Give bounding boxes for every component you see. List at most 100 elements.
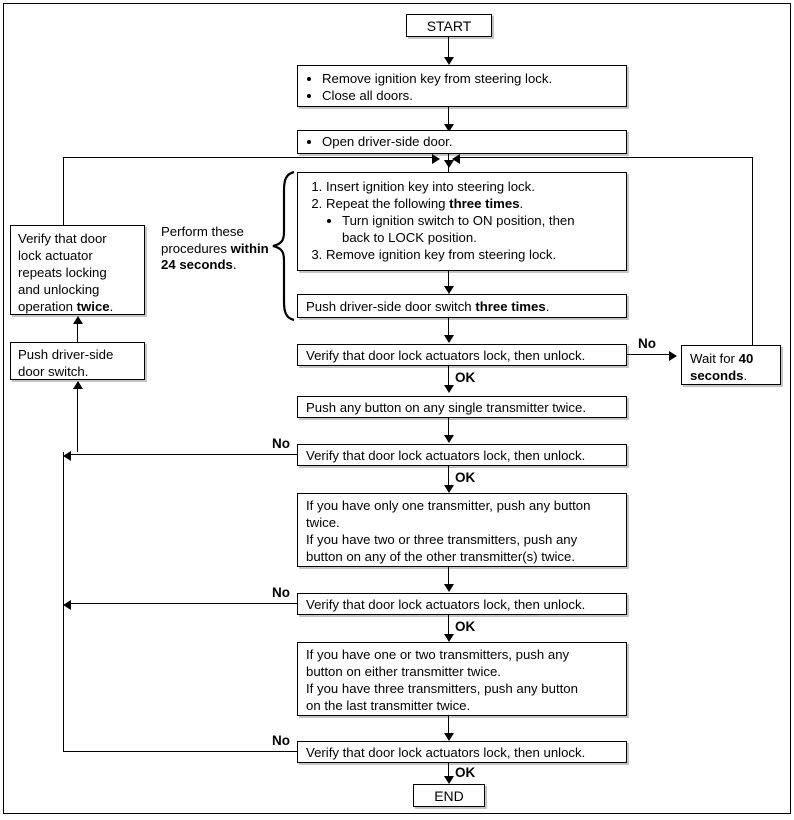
connector-keysteps-to-pushswitch: [448, 271, 450, 289]
perform-note-line2: procedures within: [161, 241, 273, 258]
node-transmitter-instructions-a: If you have only one transmitter, push a…: [297, 493, 627, 567]
transmitter-a-line4: button on any of the other transmitter(s…: [306, 549, 576, 564]
node-start: START: [406, 14, 492, 37]
push-driver-switch-line1: Push driver-side: [18, 347, 114, 362]
no-branch-4-horizontal: [63, 751, 297, 753]
arrow-junction-to-keysteps: [444, 160, 454, 168]
node-verify-actuator-twice: Verify that door lock actuator repeats l…: [10, 225, 145, 315]
prep-bullet-2: Close all doors.: [322, 87, 618, 104]
key-step-2: Repeat the following three times. Turn i…: [326, 195, 618, 246]
label-no-4: No: [272, 733, 290, 748]
prep-bullet-list: Remove ignition key from steering lock. …: [306, 70, 618, 104]
push-switch-three-bold: three times: [475, 299, 546, 314]
no-branch-2-horizontal: [68, 454, 297, 456]
transmitter-a-line2: twice.: [306, 515, 340, 530]
arrow-pushany-to-verify2: [444, 435, 454, 443]
label-no-2: No: [272, 436, 290, 451]
note-perform-procedures: Perform these procedures within 24 secon…: [161, 224, 273, 274]
arrow-pushdriverswitch-to-verifyactuator: [73, 316, 83, 324]
node-open-door: Open driver-side door.: [297, 130, 627, 154]
node-key-steps: Insert ignition key into steering lock. …: [297, 172, 627, 271]
perform-note-line1: Perform these: [161, 224, 244, 239]
node-start-label: START: [426, 18, 472, 34]
arrow-feedback-left-into-junction: [432, 154, 440, 164]
key-steps-list: Insert ignition key into steering lock. …: [306, 178, 618, 263]
transmitter-b-line4: on the last transmitter twice.: [306, 698, 471, 713]
verify-actuator-line3: repeats locking: [18, 265, 107, 280]
verify-actuator-line2: lock actuator: [18, 248, 93, 263]
key-step-2-sub-bullet: Turn ignition switch to ON position, the…: [342, 212, 618, 246]
node-push-driver-side-door-switch: Push driver-side door switch.: [10, 342, 145, 380]
node-push-any-single-transmitter: Push any button on any single transmitte…: [297, 396, 627, 418]
label-no-1: No: [638, 336, 656, 351]
connector-verify1-to-pushany: [448, 366, 450, 388]
label-ok-2: OK: [455, 470, 476, 485]
arrow-no-branch-1: [669, 351, 677, 361]
curly-brace-procedures: [272, 170, 295, 322]
arrow-pushswitch-to-verify1: [444, 335, 454, 343]
key-step-2-sub-line1: Turn ignition switch to ON position, the…: [342, 213, 575, 228]
connector-pushany-to-verify2: [448, 418, 450, 438]
node-wait-40-seconds: Wait for 40 seconds.: [681, 345, 781, 385]
key-step-2-pre: Repeat the following: [326, 196, 450, 211]
push-driver-switch-line2: door switch.: [18, 364, 89, 379]
verify-4-label: Verify that door lock actuators lock, th…: [306, 745, 586, 760]
wait40-pre: Wait for: [690, 351, 739, 366]
perform-note-line3: 24 seconds.: [161, 257, 273, 274]
transmitter-b-line3: If you have three transmitters, push any…: [306, 681, 578, 696]
connector-leftbus-to-pushdriverswitch: [77, 388, 79, 452]
arrow-verify3-ok: [444, 634, 454, 642]
connector-transmitterb-to-verify4: [448, 716, 450, 736]
connector-junction-down: [448, 166, 450, 172]
arrow-verify2-ok: [444, 485, 454, 493]
label-ok-1: OK: [455, 370, 476, 385]
transmitter-a-line1: If you have only one transmitter, push a…: [306, 498, 591, 513]
key-step-2-bold: three times: [449, 196, 520, 211]
arrow-feedback-right-into-junction: [452, 154, 460, 164]
transmitter-a-line3: If you have two or three transmitters, p…: [306, 532, 578, 547]
no-branch-1-horizontal: [627, 354, 674, 356]
label-ok-4: OK: [455, 765, 476, 780]
arrow-start-to-prep: [444, 57, 454, 65]
key-step-1: Insert ignition key into steering lock.: [326, 178, 618, 195]
verify-actuator-line5-post: .: [109, 299, 114, 314]
node-verify-2: Verify that door lock actuators lock, th…: [297, 444, 627, 466]
feedback-left-top-horizontal: [63, 157, 437, 159]
push-switch-three-post: .: [545, 299, 550, 314]
feedback-right-top-horizontal: [457, 157, 753, 159]
perform-note-line2-bold: within: [230, 240, 269, 256]
feedback-right-vertical: [752, 157, 754, 345]
feedback-left-vertical-lower: [63, 452, 65, 752]
verify-actuator-line1: Verify that door: [18, 231, 107, 246]
open-door-bullet-list: Open driver-side door.: [306, 133, 618, 150]
open-door-bullet-1: Open driver-side door.: [322, 133, 618, 150]
wait40-bold: 40: [738, 351, 754, 366]
node-verify-3: Verify that door lock actuators lock, th…: [297, 593, 627, 615]
push-switch-three-pre: Push driver-side door switch: [306, 299, 476, 314]
verify-2-label: Verify that door lock actuators lock, th…: [306, 448, 586, 463]
node-verify-1: Verify that door lock actuators lock, th…: [297, 344, 627, 366]
feedback-left-vertical-upper: [63, 157, 65, 227]
key-step-2-sublist: Turn ignition switch to ON position, the…: [326, 212, 618, 246]
connector-verify2-to-transmitter-a: [448, 466, 450, 488]
wait40-bold2: seconds: [690, 368, 744, 383]
perform-note-line3-post: .: [232, 257, 237, 272]
connector-verify4-to-end: [448, 763, 450, 781]
connector-open-door-to-junction: [448, 154, 450, 160]
push-any-single-label: Push any button on any single transmitte…: [306, 400, 587, 415]
key-step-3: Remove ignition key from steering lock.: [326, 246, 618, 263]
transmitter-b-line1: If you have one or two transmitters, pus…: [306, 647, 570, 662]
arrow-prep-to-open: [444, 124, 454, 132]
page-border: [3, 3, 791, 814]
verify-3-label: Verify that door lock actuators lock, th…: [306, 597, 586, 612]
verify-actuator-line5: operation twice.: [18, 298, 137, 315]
perform-note-line2-pre: procedures: [161, 240, 231, 256]
key-step-2-post: .: [519, 196, 524, 211]
arrow-verify4-ok: [444, 776, 454, 784]
connector-start-to-prep: [448, 37, 450, 59]
prep-bullet-1: Remove ignition key from steering lock.: [322, 70, 618, 87]
key-step-2-sub-line2: back to LOCK position.: [342, 230, 477, 245]
arrow-no-branch-2: [63, 451, 71, 461]
connector-prep-to-open: [448, 107, 450, 127]
